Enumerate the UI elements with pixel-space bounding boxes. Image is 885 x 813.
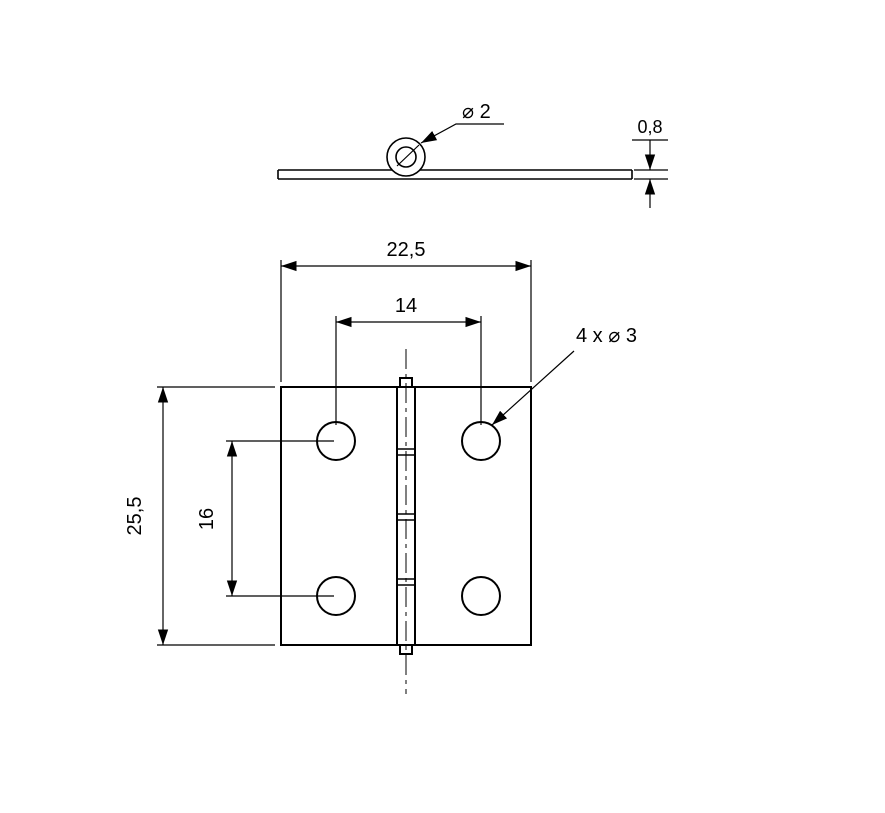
pin-diameter-label: ⌀ 2 (462, 101, 491, 123)
dim-overall-width: 22,5 (280, 239, 532, 382)
hole-bottom-right (461, 576, 501, 616)
dim-pin-diameter: ⌀ 2 (420, 101, 504, 144)
height-label: 25,5 (124, 497, 146, 536)
side-pin-slash (396, 144, 420, 167)
knuckle-bottom-tab (399, 644, 413, 655)
dim-hole-pitch-horizontal: 14 (335, 295, 482, 425)
hinge-plate-outline (280, 386, 532, 646)
hole-callout-label: 4 x ⌀ 3 (576, 325, 637, 347)
side-view (277, 137, 633, 180)
dim-overall-height: 25,5 (124, 386, 275, 646)
hole-callout-leader-line (491, 350, 575, 426)
thickness-label: 0,8 (637, 117, 662, 137)
dim-hole-callout: 4 x ⌀ 3 (491, 325, 637, 426)
knuckle-top-tab (399, 377, 413, 388)
dim-hole-pitch-vertical: 16 (196, 440, 334, 597)
side-pin-inner-circle (395, 146, 417, 168)
pitch-h-label: 14 (395, 295, 417, 317)
hole-top-right (461, 421, 501, 461)
side-knuckle-outer-circle (386, 137, 426, 177)
knuckle-segment-joints (397, 448, 415, 586)
pitch-v-label: 16 (196, 508, 218, 530)
dim-thickness: 0,8 (632, 117, 668, 208)
front-view (280, 349, 532, 694)
pin-diameter-leader-line (420, 123, 504, 144)
width-label: 22,5 (387, 239, 426, 261)
